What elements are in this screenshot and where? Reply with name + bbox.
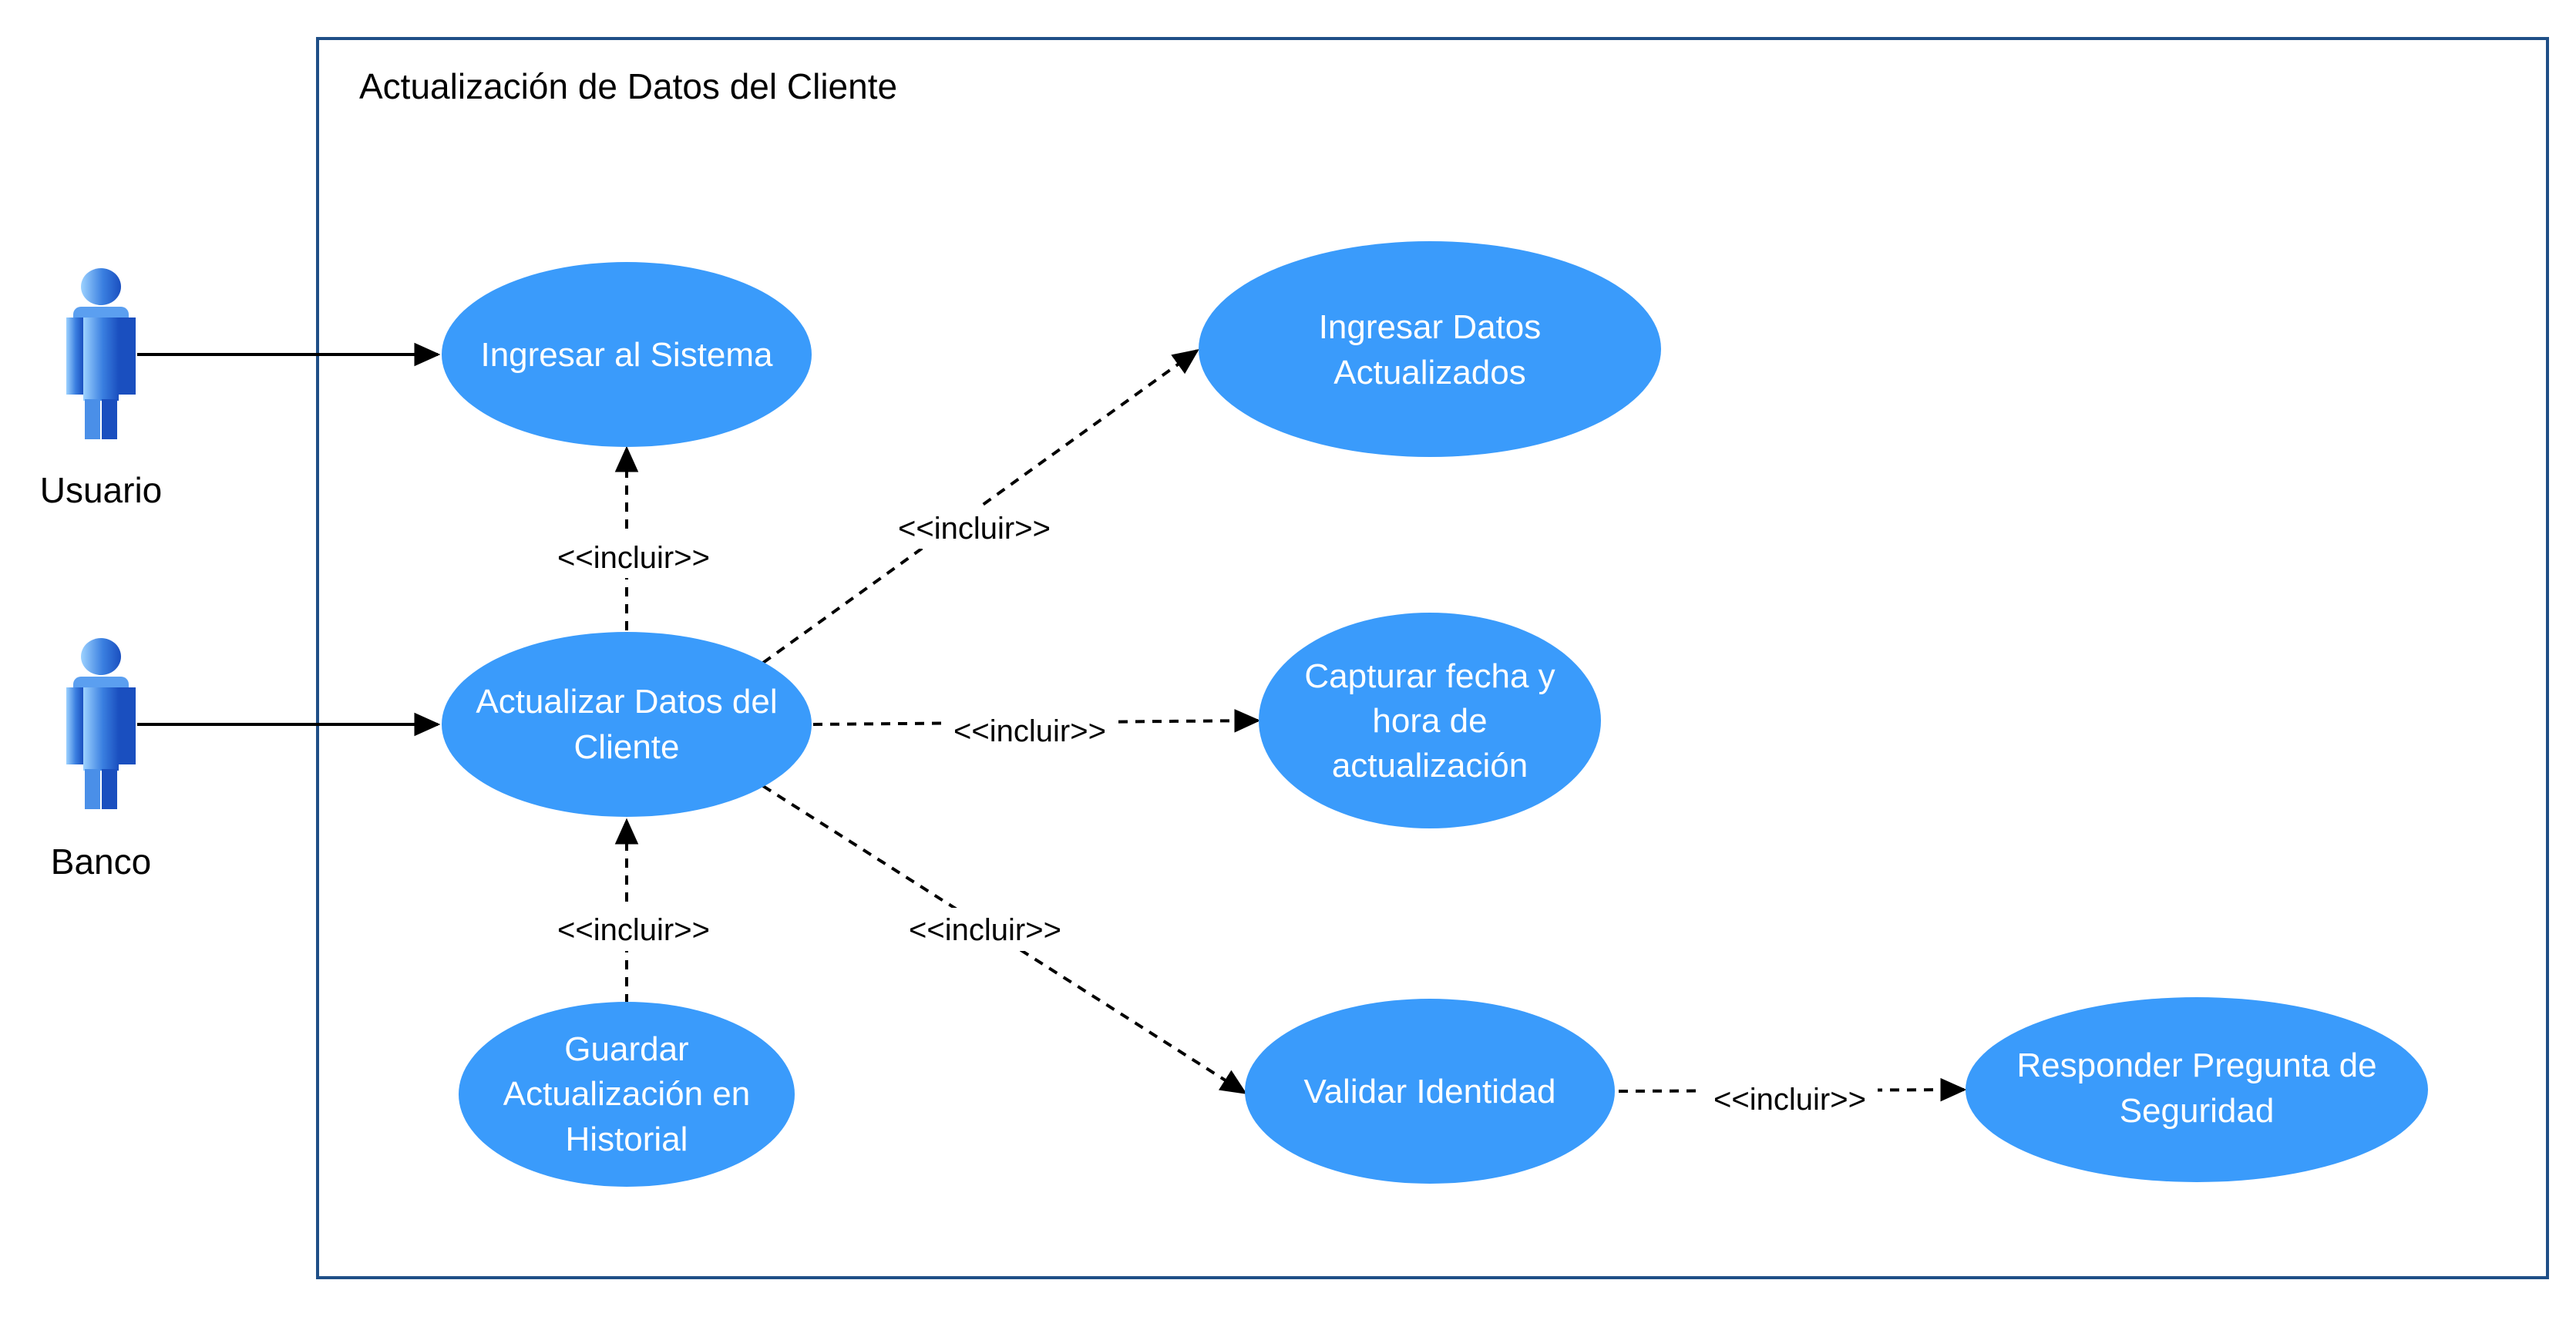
include-label: <<incluir>>	[557, 541, 710, 575]
actor-label: Usuario	[40, 470, 163, 510]
use-case-label: Guardar	[564, 1030, 688, 1068]
use-case-ingresar-sistema[interactable]: Ingresar al Sistema	[442, 262, 812, 447]
system-boundary	[316, 37, 2549, 1279]
associations	[137, 342, 441, 737]
use-case-label: Historial	[566, 1120, 688, 1158]
include-label: <<incluir>>	[1713, 1083, 1866, 1117]
use-case-label: Ingresar al Sistema	[480, 336, 773, 374]
use-case-label: Cliente	[574, 728, 680, 766]
use-case-label: actualización	[1332, 747, 1528, 784]
use-case-label: Capturar fecha y	[1304, 657, 1555, 695]
include-actualizar-to-ingresar-datos	[762, 349, 1199, 664]
use-case-label: Ingresar Datos	[1319, 308, 1542, 346]
use-case-label: Responder Pregunta de	[2016, 1047, 2376, 1084]
use-case-ingresar-datos[interactable]: Ingresar Datos Actualizados	[1199, 241, 1661, 457]
use-case-label: Actualizados	[1333, 354, 1525, 391]
actor-label: Banco	[51, 842, 151, 882]
include-labels: <<incluir>> <<incluir>> <<incluir>> <<in…	[546, 506, 1878, 1120]
include-label: <<incluir>>	[909, 913, 1061, 947]
use-case-label: Seguridad	[2120, 1092, 2275, 1130]
actor-icon	[66, 638, 136, 809]
use-case-guardar-historial[interactable]: Guardar Actualización en Historial	[459, 1002, 795, 1187]
use-case-validar-identidad[interactable]: Validar Identidad	[1245, 999, 1615, 1184]
use-case-capturar-fecha[interactable]: Capturar fecha y hora de actualización	[1259, 613, 1601, 828]
include-label: <<incluir>>	[557, 913, 710, 947]
use-case-label: Validar Identidad	[1304, 1073, 1556, 1110]
use-case-responder-pregunta[interactable]: Responder Pregunta de Seguridad	[1966, 997, 2428, 1182]
include-actualizar-to-validar	[762, 784, 1247, 1094]
use-case-label: Actualización en	[503, 1075, 750, 1113]
actor-usuario[interactable]: Usuario	[40, 268, 163, 510]
actor-icon	[66, 268, 136, 439]
system-title: Actualización de Datos del Cliente	[359, 66, 897, 106]
use-case-label: Actualizar Datos del	[476, 683, 777, 721]
include-label: <<incluir>>	[953, 714, 1106, 748]
include-label: <<incluir>>	[898, 512, 1051, 546]
use-case-label: hora de	[1372, 702, 1487, 740]
actor-banco[interactable]: Banco	[51, 638, 151, 882]
use-case-actualizar-datos[interactable]: Actualizar Datos del Cliente	[442, 632, 812, 817]
